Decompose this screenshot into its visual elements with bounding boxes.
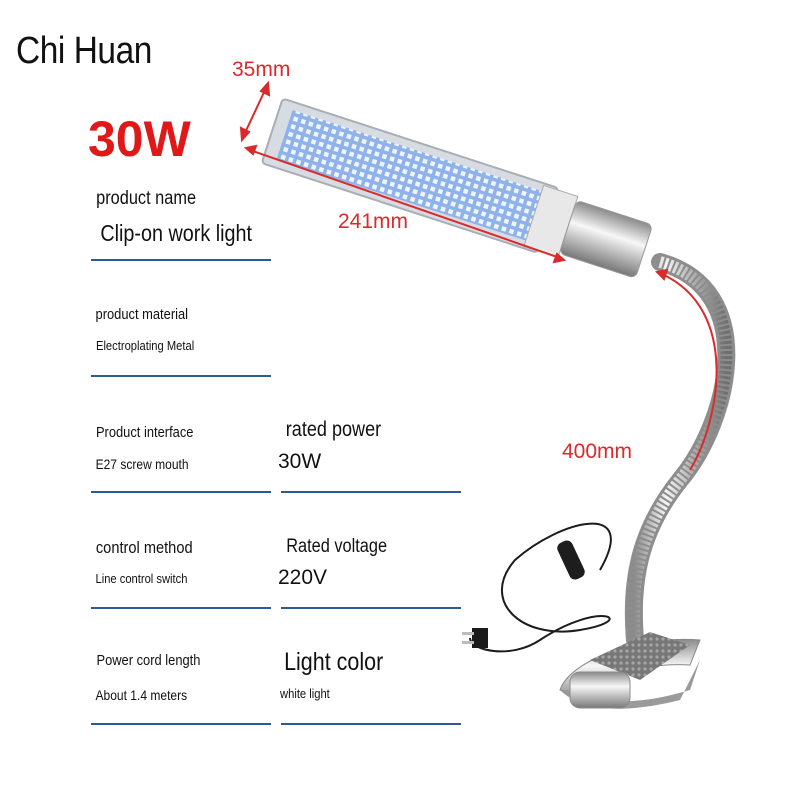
spec-label: Product interface <box>95 424 194 441</box>
spec-label: Light color <box>284 648 384 676</box>
spec-label: Power cord length <box>96 652 201 669</box>
spec-value: About 1.4 meters <box>95 687 188 703</box>
spec-value: E27 screw mouth <box>95 456 189 472</box>
dimension-head-length: 241mm <box>338 210 409 233</box>
brand-name: Chi Huan <box>16 30 152 72</box>
spec-value: Clip-on work light <box>100 220 253 246</box>
dimension-neck-length: 400mm <box>562 440 633 463</box>
power-cord <box>469 522 612 653</box>
led-head <box>261 98 652 278</box>
spec-value: white light <box>280 686 330 701</box>
gooseneck <box>624 253 736 649</box>
spec-divider <box>91 607 271 609</box>
spec-divider <box>91 491 271 493</box>
spec-power-cord-length: Power cord length About 1.4 meters <box>88 652 288 732</box>
spec-light-color: Light color white light <box>276 648 476 728</box>
headline-power: 30W <box>88 111 191 167</box>
dimension-arrows <box>239 80 718 471</box>
spec-value: 30W <box>278 450 322 473</box>
spec-product-material: product material Electroplating Metal <box>88 306 288 386</box>
spec-control-method: control method Line control switch <box>88 538 288 618</box>
spec-divider <box>281 607 461 609</box>
spec-label: Rated voltage <box>286 536 388 557</box>
spec-product-name: product name Clip-on work light <box>88 188 288 268</box>
spec-rated-voltage: Rated voltage 220V <box>278 536 478 616</box>
spec-label: product name <box>96 188 197 209</box>
spec-divider <box>91 259 271 261</box>
spec-label: control method <box>95 538 193 557</box>
plug <box>462 628 488 648</box>
inline-switch <box>557 540 585 580</box>
spec-divider <box>281 491 461 493</box>
spec-value: Line control switch <box>95 571 188 586</box>
spec-value: 220V <box>278 566 328 589</box>
spec-divider <box>91 375 271 377</box>
spec-divider <box>91 723 271 725</box>
spec-product-interface: Product interface E27 screw mouth <box>88 424 288 504</box>
spec-label: rated power <box>285 418 382 441</box>
clamp <box>559 632 701 709</box>
spec-label: product material <box>95 306 189 323</box>
dimension-head-width: 35mm <box>232 58 291 81</box>
spec-divider <box>281 723 461 725</box>
spec-value: Electroplating Metal <box>95 338 195 353</box>
spec-rated-power: rated power 30W <box>278 418 478 498</box>
